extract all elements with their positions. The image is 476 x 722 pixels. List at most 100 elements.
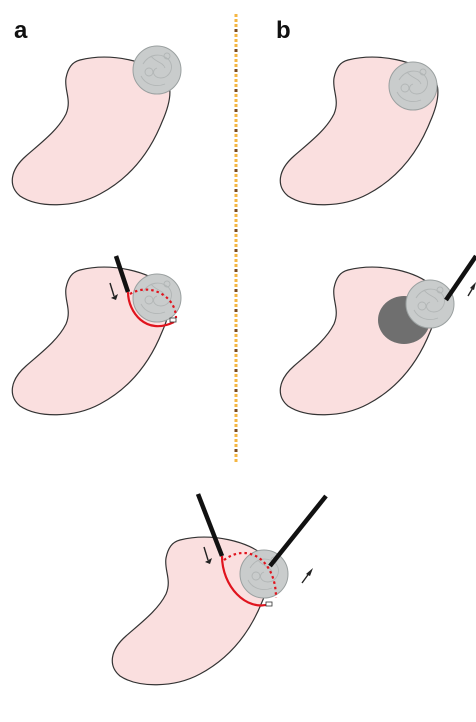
arrow-up-right-icon: [302, 568, 313, 583]
divider-dot: [235, 154, 238, 157]
divider-dot: [235, 369, 238, 372]
divider-dot: [235, 439, 238, 442]
divider-dot: [235, 59, 238, 62]
divider-dot: [235, 234, 238, 237]
tumor-bottom: [240, 550, 288, 598]
divider-dot: [235, 349, 238, 352]
divider-dot: [235, 449, 238, 452]
divider-dot: [235, 424, 238, 427]
divider-dot: [235, 314, 238, 317]
divider-dot: [235, 389, 238, 392]
divider-dot: [235, 379, 238, 382]
panel-label-b: b: [276, 17, 291, 44]
divider-dot: [235, 329, 238, 332]
divider-dot: [235, 304, 238, 307]
divider-dot: [235, 119, 238, 122]
divider-dot: [235, 64, 238, 67]
divider-dot: [235, 229, 238, 232]
divider-dot: [235, 79, 238, 82]
divider-dot: [235, 194, 238, 197]
divider-dot: [235, 24, 238, 27]
divider-dot: [235, 209, 238, 212]
divider-dot: [235, 169, 238, 172]
divider-dot: [235, 19, 238, 22]
divider-dot: [235, 94, 238, 97]
divider-dot: [235, 279, 238, 282]
divider-dot: [235, 39, 238, 42]
divider-dot: [235, 429, 238, 432]
divider-dot: [235, 344, 238, 347]
divider-dot: [235, 274, 238, 277]
divider-dot: [235, 249, 238, 252]
snare-tip-a-middle: [170, 318, 176, 322]
divider-dot: [235, 139, 238, 142]
divider-dot: [235, 394, 238, 397]
divider-dot: [235, 404, 238, 407]
divider-dot: [235, 324, 238, 327]
tumor-a-middle: [133, 274, 181, 322]
divider-dot: [235, 184, 238, 187]
divider-dot: [235, 54, 238, 57]
diagram-b-middle: [280, 256, 476, 415]
divider-dot: [235, 239, 238, 242]
divider-dot: [235, 339, 238, 342]
divider-dot: [235, 159, 238, 162]
divider-dot: [235, 124, 238, 127]
divider-dot: [235, 204, 238, 207]
divider-dot: [235, 359, 238, 362]
divider-dot: [235, 454, 238, 457]
diagram-a-top: [12, 46, 181, 205]
arrow-up-right-icon: [468, 282, 476, 296]
divider-dot: [235, 224, 238, 227]
divider-dot: [235, 129, 238, 132]
divider-dot: [235, 269, 238, 272]
tumor-b-top: [389, 62, 437, 110]
divider-dot: [235, 34, 238, 37]
divider-dot: [235, 419, 238, 422]
divider-dot: [235, 294, 238, 297]
diagram-b-top: [280, 57, 438, 205]
divider-dot: [235, 179, 238, 182]
divider-dot: [235, 254, 238, 257]
diagram-a-middle: [12, 256, 181, 415]
divider-dot: [235, 459, 238, 462]
divider-dot: [235, 74, 238, 77]
divider-dot: [235, 44, 238, 47]
divider-dot: [235, 259, 238, 262]
divider-dot: [235, 134, 238, 137]
divider-dot: [235, 374, 238, 377]
divider-dot: [235, 264, 238, 267]
divider-dot: [235, 354, 238, 357]
divider-dot: [235, 319, 238, 322]
divider-dot: [235, 364, 238, 367]
divider-dot: [235, 84, 238, 87]
instrument-bottom-right: [270, 496, 326, 566]
divider-dot: [235, 174, 238, 177]
divider-dot: [235, 289, 238, 292]
divider-dot: [235, 199, 238, 202]
divider-dot: [235, 69, 238, 72]
divider-dot: [235, 219, 238, 222]
divider-dot: [235, 114, 238, 117]
divider-dot: [235, 334, 238, 337]
divider-dot: [235, 29, 238, 32]
divider-dot: [235, 309, 238, 312]
diagram-bottom: [112, 494, 326, 685]
divider-dot: [235, 109, 238, 112]
divider-dot: [235, 104, 238, 107]
divider-dot: [235, 89, 238, 92]
divider-dot: [235, 14, 238, 17]
divider-dot: [235, 99, 238, 102]
divider-dot: [235, 299, 238, 302]
panel-label-a: a: [14, 17, 28, 44]
tumor-b-middle: [406, 280, 454, 328]
snare-tip-bottom: [266, 602, 272, 606]
divider-dot: [235, 49, 238, 52]
divider-dot: [235, 214, 238, 217]
divider-dot: [235, 409, 238, 412]
divider-dot: [235, 144, 238, 147]
divider-dot: [235, 434, 238, 437]
instrument-b-middle: [446, 256, 476, 300]
divider-dot: [235, 399, 238, 402]
